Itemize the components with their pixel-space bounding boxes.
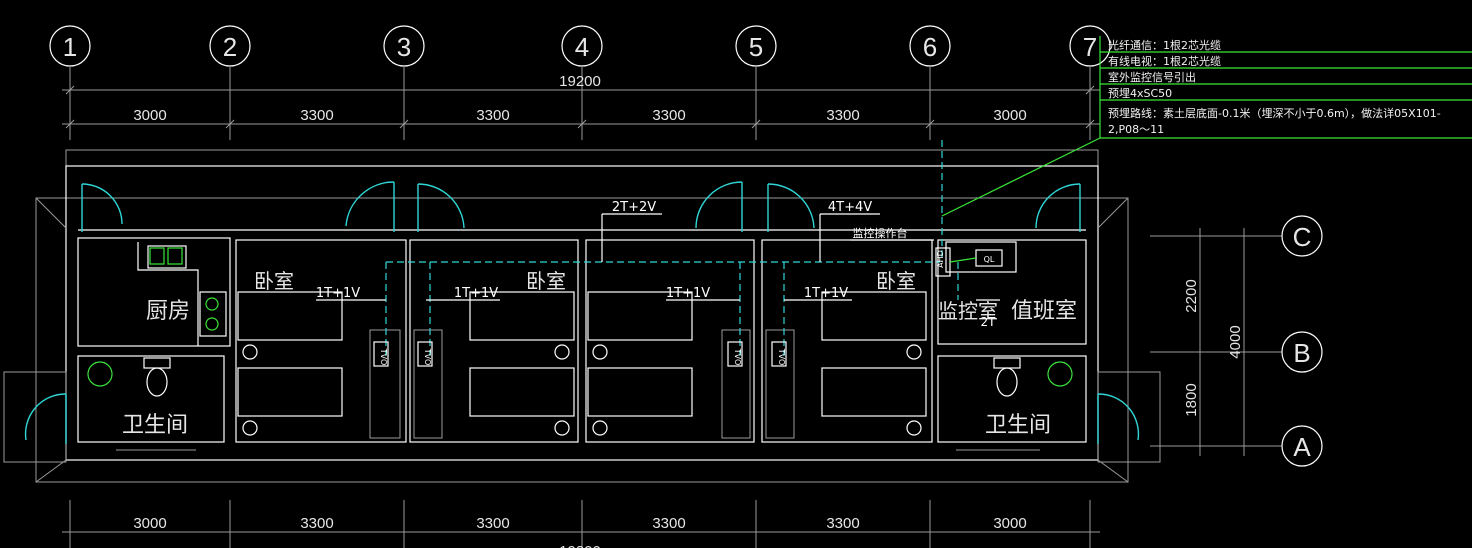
wiring-runs bbox=[385, 140, 959, 356]
note-line: 有线电视：1根2芯光缆 bbox=[1108, 54, 1221, 68]
ql-label: QL bbox=[984, 255, 995, 264]
dim-top: 3300 bbox=[652, 107, 685, 124]
dim-bottom: 3300 bbox=[476, 515, 509, 532]
wiring-labels: 1T+1V 1T+1V 1T+1V 1T+1V 2T+2V 4T+4V 监控操作… bbox=[316, 200, 996, 365]
dim-bottom: 3000 bbox=[993, 515, 1026, 532]
axis-bubble-1: 1 bbox=[49, 25, 91, 67]
dim-right: 2200 bbox=[1183, 279, 1200, 312]
tvo-label: TVO bbox=[423, 348, 432, 366]
dim-bottom: 3300 bbox=[826, 515, 859, 532]
top-dimensions: 19200 3000 3300 3300 3300 3300 3000 bbox=[62, 73, 1100, 129]
bottom-dimensions: 3000 3300 3300 3300 3300 3000 19200 bbox=[62, 500, 1100, 548]
axis-bubble-A: A bbox=[1281, 425, 1323, 467]
console-label: 监控操作台 bbox=[853, 226, 908, 240]
room-label-toilet-left: 卫生间 bbox=[122, 413, 188, 438]
dim-top: 3300 bbox=[300, 107, 333, 124]
room-label-bedroom-2: 卧室 bbox=[526, 269, 566, 293]
wire-label: 2T bbox=[981, 315, 997, 329]
axis-label: C bbox=[1293, 222, 1312, 252]
room-label-duty: 值班室 bbox=[1011, 299, 1077, 324]
tvo-label: TVO bbox=[733, 348, 742, 366]
room-label-bedroom-4: 卧室 bbox=[876, 269, 916, 293]
dim-right-total: 4000 bbox=[1227, 325, 1244, 358]
dim-bottom-overall: 19200 bbox=[559, 543, 601, 548]
wire-label: 1T+1V bbox=[666, 286, 710, 301]
note-line: 2,P08～11 bbox=[1108, 123, 1164, 136]
room-label-monitor: 监控室 bbox=[938, 299, 998, 323]
tvo-label: TVO bbox=[777, 348, 786, 366]
room-label-toilet-right: 卫生间 bbox=[985, 413, 1051, 438]
axis-label: 6 bbox=[923, 32, 937, 62]
wire-label: 1T+1V bbox=[804, 286, 848, 301]
wire-label: 4T+4V bbox=[828, 200, 872, 215]
room-labels: 厨房 卫生间 卧室 卧室 卧室 监控室 值班室 卫生间 bbox=[122, 269, 1077, 438]
fixtures bbox=[87, 241, 1073, 439]
axis-label: 7 bbox=[1083, 32, 1097, 62]
note-leaders bbox=[941, 36, 1472, 217]
note-line: 室外监控信号引出 bbox=[1108, 70, 1196, 84]
axis-bubble-6: 6 bbox=[909, 25, 951, 67]
axis-bubble-C: C bbox=[1281, 215, 1323, 257]
room-label-kitchen: 厨房 bbox=[146, 299, 190, 324]
ahd-label: AHD bbox=[936, 250, 945, 268]
dim-top: 3300 bbox=[476, 107, 509, 124]
axis-bubble-7: 7 bbox=[1069, 25, 1111, 67]
wire-label: 1T+1V bbox=[316, 286, 360, 301]
axis-label: 2 bbox=[223, 32, 237, 62]
axis-bubble-B: B bbox=[1281, 331, 1323, 373]
axis-bubbles-right: C B A 2200 1800 4000 bbox=[1150, 215, 1323, 467]
note-line: 预埋4xSC50 bbox=[1108, 87, 1172, 100]
axis-label: B bbox=[1293, 338, 1310, 368]
axis-bubble-4: 4 bbox=[561, 25, 603, 67]
wire-label: 2T+2V bbox=[612, 200, 656, 215]
notes-block: 光纤通信：1根2芯光缆 有线电视：1根2芯光缆 室外监控信号引出 预埋4xSC5… bbox=[1108, 38, 1441, 136]
axis-label: 4 bbox=[575, 32, 589, 62]
axis-label: A bbox=[1293, 432, 1311, 462]
axis-bubble-3: 3 bbox=[383, 25, 425, 67]
dim-top: 3300 bbox=[826, 107, 859, 124]
dim-bottom: 3300 bbox=[652, 515, 685, 532]
note-line: 预埋路线：素土层底面-0.1米（埋深不小于0.6m），做法详05X101- bbox=[1108, 106, 1441, 120]
axis-bubble-2: 2 bbox=[209, 25, 251, 67]
axis-bubble-5: 5 bbox=[735, 25, 777, 67]
axis-bubbles-top: 1 2 3 4 5 6 7 bbox=[49, 25, 1111, 140]
building-outline bbox=[3, 149, 1161, 483]
dim-bottom: 3300 bbox=[300, 515, 333, 532]
wire-leaders bbox=[316, 213, 1000, 301]
interior-walls bbox=[77, 229, 1087, 443]
dim-right: 1800 bbox=[1183, 383, 1200, 416]
axis-label: 1 bbox=[63, 32, 77, 62]
wire-label: 1T+1V bbox=[454, 286, 498, 301]
doors bbox=[24, 181, 1140, 444]
dim-top: 3000 bbox=[993, 107, 1026, 124]
room-label-bedroom-1: 卧室 bbox=[254, 269, 294, 293]
tvo-label: TVO bbox=[379, 348, 388, 366]
dim-bottom: 3000 bbox=[133, 515, 166, 532]
note-line: 光纤通信：1根2芯光缆 bbox=[1108, 38, 1221, 52]
axis-label: 5 bbox=[749, 32, 763, 62]
device-boxes bbox=[373, 247, 1003, 367]
axis-label: 3 bbox=[397, 32, 411, 62]
dim-overall: 19200 bbox=[559, 73, 601, 90]
dim-top: 3000 bbox=[133, 107, 166, 124]
